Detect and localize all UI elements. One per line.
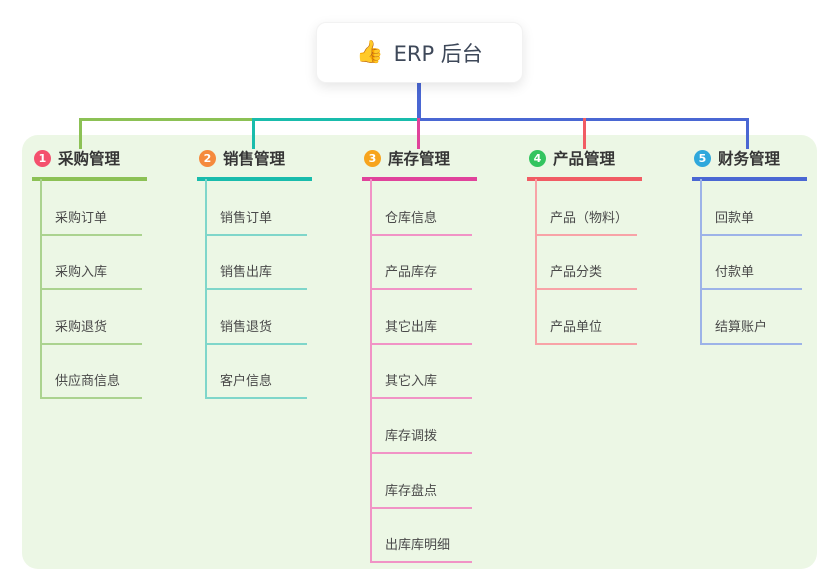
branch-label: 财务管理 — [718, 150, 781, 168]
child-node[interactable]: 仓库信息 — [370, 181, 472, 236]
branch-column-inventory: 3 库存管理 仓库信息 产品库存 其它出库 其它入库 库存调拨 库存盘点 出库库… — [362, 147, 492, 564]
child-connector-line — [40, 179, 42, 399]
child-node[interactable]: 产品单位 — [535, 290, 637, 345]
branch-label: 销售管理 — [223, 150, 286, 168]
child-node[interactable]: 销售订单 — [205, 181, 307, 236]
child-connector-line — [370, 179, 372, 563]
badge-5: 5 — [694, 149, 711, 167]
connector-drop-purchase — [79, 118, 82, 149]
branch-column-product: 4 产品管理 产品（物料） 产品分类 产品单位 — [527, 147, 657, 345]
connector-drop-inventory — [417, 118, 420, 149]
child-node[interactable]: 产品分类 — [535, 236, 637, 291]
branch-column-sales: 2 销售管理 销售订单 销售出库 销售退货 客户信息 — [197, 147, 327, 400]
child-node[interactable]: 客户信息 — [205, 345, 307, 400]
branch-node-purchase[interactable]: 1 采购管理 — [32, 147, 147, 181]
branch-node-inventory[interactable]: 3 库存管理 — [362, 147, 477, 181]
child-node[interactable]: 采购入库 — [40, 236, 142, 291]
child-node[interactable]: 付款单 — [700, 236, 802, 291]
child-node[interactable]: 销售退货 — [205, 290, 307, 345]
branch-node-sales[interactable]: 2 销售管理 — [197, 147, 312, 181]
child-node[interactable]: 库存调拨 — [370, 399, 472, 454]
child-node[interactable]: 出库库明细 — [370, 509, 472, 564]
child-connector-line — [205, 179, 207, 399]
child-node[interactable]: 供应商信息 — [40, 345, 142, 400]
branch-node-finance[interactable]: 5 财务管理 — [692, 147, 807, 181]
child-node[interactable]: 结算账户 — [700, 290, 802, 345]
child-node[interactable]: 其它入库 — [370, 345, 472, 400]
root-title: ERP 后台 — [393, 41, 483, 66]
badge-4: 4 — [529, 149, 546, 167]
child-node[interactable]: 产品（物料） — [535, 181, 637, 236]
branches-panel — [22, 135, 817, 569]
child-node[interactable]: 销售出库 — [205, 236, 307, 291]
child-node[interactable]: 库存盘点 — [370, 454, 472, 509]
branch-node-product[interactable]: 4 产品管理 — [527, 147, 642, 181]
badge-1: 1 — [34, 149, 51, 167]
connector-bus-teal — [252, 118, 418, 121]
child-node[interactable]: 其它出库 — [370, 290, 472, 345]
connector-drop-product — [583, 118, 586, 149]
branch-column-finance: 5 财务管理 回款单 付款单 结算账户 — [692, 147, 822, 345]
child-node[interactable]: 产品库存 — [370, 236, 472, 291]
child-connector-line — [700, 179, 702, 345]
badge-2: 2 — [199, 149, 216, 167]
branch-label: 库存管理 — [388, 150, 451, 168]
child-node[interactable]: 采购退货 — [40, 290, 142, 345]
child-node[interactable]: 采购订单 — [40, 181, 142, 236]
connector-drop-finance — [746, 118, 749, 149]
branch-label: 产品管理 — [553, 150, 616, 168]
connector-bus-green — [79, 118, 253, 121]
child-node[interactable]: 回款单 — [700, 181, 802, 236]
thumbs-up-icon: 👍 — [356, 40, 384, 65]
branch-label: 采购管理 — [58, 150, 121, 168]
connector-drop-sales — [252, 118, 255, 149]
child-connector-line — [535, 179, 537, 345]
badge-3: 3 — [364, 149, 381, 167]
root-node[interactable]: 👍 ERP 后台 — [316, 22, 523, 83]
connector-root-stem — [417, 83, 421, 120]
branch-column-purchase: 1 采购管理 采购订单 采购入库 采购退货 供应商信息 — [32, 147, 162, 400]
